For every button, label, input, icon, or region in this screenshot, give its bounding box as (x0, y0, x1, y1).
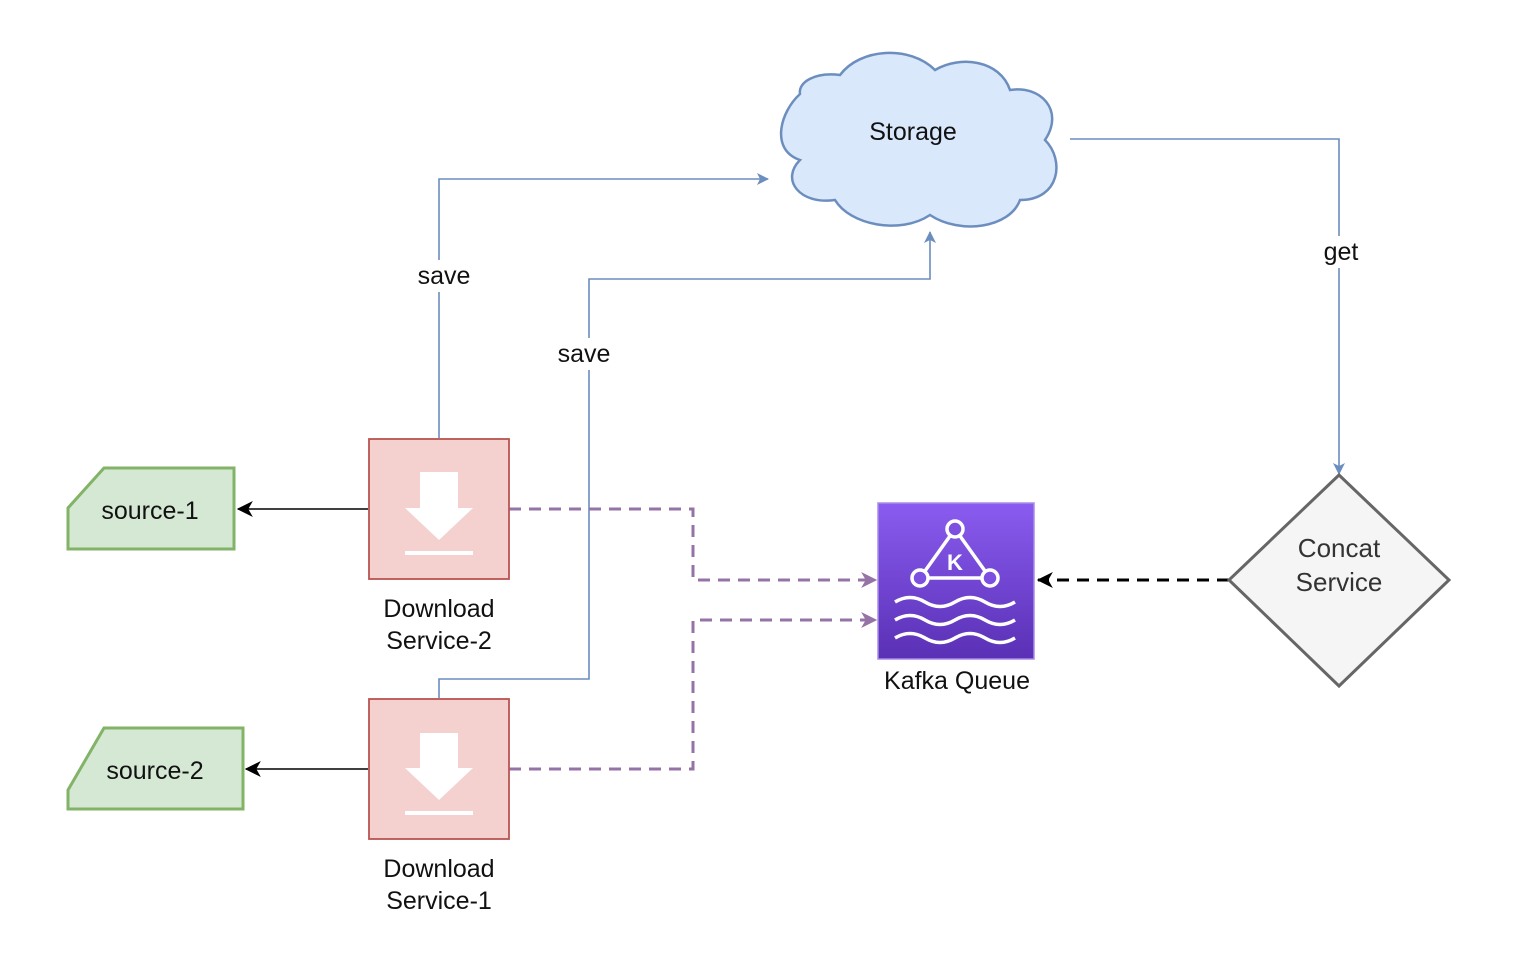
source-2-label: source-2 (106, 757, 203, 785)
download-service-1-label-line1: Download (383, 855, 494, 883)
source-2-node[interactable]: source-2 (66, 726, 245, 811)
svg-text:save: save (558, 340, 611, 368)
kafka-queue-node[interactable]: K Kafka Queue (877, 502, 1035, 695)
edge-label-get: get (1316, 236, 1366, 268)
concat-service-diamond (1226, 472, 1452, 689)
kafka-icon-letter: K (947, 550, 963, 575)
edge-download1-to-kafka (509, 612, 878, 771)
download-service-1-node[interactable]: Download Service-1 (368, 698, 510, 915)
download-service-2-label-line1: Download (383, 595, 494, 623)
svg-text:get: get (1324, 238, 1359, 266)
source-1-label: source-1 (101, 497, 198, 525)
download-icon (405, 472, 473, 555)
edge-save-download2-to-storage (438, 173, 769, 438)
svg-text:save: save (418, 262, 471, 290)
download-service-2-node[interactable]: Download Service-2 (368, 438, 510, 655)
download-icon (405, 733, 473, 815)
download-service-1-label-line2: Service-1 (386, 887, 492, 915)
concat-service-node[interactable]: Concat Service (1226, 472, 1452, 689)
source-1-node[interactable]: source-1 (66, 466, 236, 551)
edge-save-download1-to-storage (438, 231, 936, 698)
storage-cloud-shape (780, 51, 1058, 228)
source-1-shape (66, 466, 236, 551)
concat-service-label-line1: Concat (1298, 533, 1381, 563)
source-2-shape (66, 726, 245, 811)
kafka-queue-label: Kafka Queue (884, 667, 1030, 695)
storage-node[interactable]: Storage (780, 51, 1058, 228)
download-service-2-label-line2: Service-2 (386, 627, 492, 655)
edge-label-save-1: save (412, 260, 476, 292)
edge-get-storage-to-concat (1070, 138, 1345, 475)
kafka-icon (894, 519, 1016, 645)
edge-download2-to-kafka (509, 507, 878, 588)
edge-label-save-2: save (552, 338, 616, 370)
concat-service-label-line2: Service (1296, 567, 1383, 597)
storage-label: Storage (869, 118, 957, 146)
